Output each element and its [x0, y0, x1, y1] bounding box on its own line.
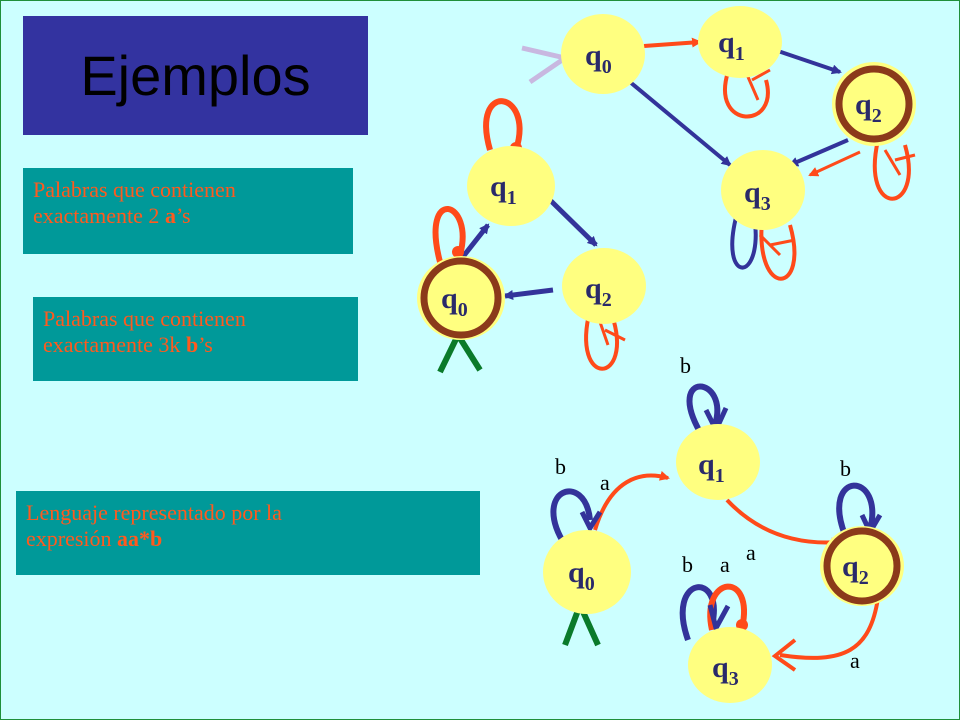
state-label: q2 [855, 88, 882, 127]
loop-q2 [584, 309, 619, 371]
state-top-q1: q1 [698, 6, 782, 78]
start-arrow [521, 45, 572, 85]
state-left-q0: q0 [417, 256, 505, 340]
state-bottom-q2: q2 [820, 526, 904, 606]
edge-q2-q0 [503, 287, 554, 300]
note-regex-language: Lenguaje representado por la expresión a… [16, 491, 480, 575]
note-line-1: Palabras que contienen [33, 177, 236, 202]
state-top-q3: q3 [721, 150, 805, 230]
loop-q2-tick [883, 149, 916, 176]
state-top-q0: q0 [561, 14, 645, 94]
note-exactly-two-a: Palabras que contienen exactamente 2 a’s [23, 168, 353, 254]
state-left-q2: q2 [562, 248, 646, 324]
note-symbol: a [164, 203, 176, 228]
note-exactly-3k-b: Palabras que contienen exactamente 3k b’… [33, 297, 358, 381]
note-line-1: Lenguaje representado por la [26, 500, 282, 525]
note-text-suffix: ’s [175, 203, 191, 228]
state-label: q2 [842, 550, 869, 589]
edge-q2-q3-a [808, 150, 861, 177]
slide-title: Ejemplos [80, 44, 311, 107]
loop-q3-blue [730, 204, 758, 270]
label-q0-q1: a [600, 470, 610, 495]
edge-q0-q3 [628, 80, 732, 167]
label-q1-q2: a [746, 540, 756, 565]
automaton-bottom: q1 q0 q2 q3 b b a b a b a a [543, 353, 904, 703]
automaton-left: q1 q0 q2 [417, 98, 646, 374]
state-label: q3 [744, 176, 771, 215]
note-text: exactamente 2 [33, 203, 165, 228]
title-banner: Ejemplos [23, 16, 368, 135]
loop-q3-tick [758, 233, 796, 257]
note-text-suffix: ’s [198, 332, 213, 357]
note-text: expresión [26, 526, 118, 551]
state-top-q2: q2 [832, 62, 916, 146]
state-left-q1: q1 [467, 146, 555, 226]
state-bottom-q0: q0 [543, 530, 631, 614]
state-bottom-q3: q3 [688, 627, 772, 703]
state-label: q0 [585, 39, 612, 78]
state-bottom-q1: q1 [676, 424, 760, 500]
label-q0-loop: b [555, 454, 566, 479]
edge-q0-q1 [460, 223, 490, 260]
loop-q2 [836, 482, 876, 537]
note-line-1: Palabras que contienen [43, 306, 246, 331]
loop-q0-head [579, 510, 603, 534]
state-label: q3 [712, 651, 739, 690]
loop-q1 [723, 71, 770, 119]
loop-q1 [483, 98, 523, 151]
start-arrow [437, 328, 483, 374]
label-q3-loop-b: b [682, 552, 693, 577]
label-q2-loop: b [840, 456, 851, 481]
accept-ring [835, 65, 913, 143]
loop-q1 [686, 383, 721, 434]
note-symbol: b [185, 332, 199, 357]
loop-arrowhead [452, 246, 464, 258]
note-line-2: exactamente 2 a’s [33, 203, 343, 229]
label-q1-loop: b [680, 353, 691, 378]
state-label: q2 [585, 272, 612, 311]
note-line-2: exactamente 3k b’s [43, 332, 348, 358]
loop-q3-red [759, 219, 797, 281]
state-label: q0 [568, 556, 595, 595]
edge-q1-q2 [725, 498, 842, 548]
accept-ring [823, 527, 901, 605]
loop-q2-tick [598, 321, 626, 346]
edge-q1-q2 [548, 198, 598, 247]
state-label: q1 [718, 26, 745, 65]
state-label: q1 [698, 448, 725, 487]
state-label: q1 [490, 170, 517, 209]
label-q3-loop-a: a [720, 552, 730, 577]
accept-ring [420, 257, 502, 339]
automaton-top: q0 q1 q2 q3 [521, 6, 916, 281]
state-label: q0 [441, 282, 468, 321]
edge-q2-q3 [779, 597, 880, 660]
note-text: exactamente 3k [43, 332, 186, 357]
note-line-2: expresión aa*b [26, 526, 470, 552]
loop-q3-head [707, 604, 731, 635]
label-q2-q3: a [850, 648, 860, 673]
loop-q0 [550, 488, 593, 547]
loop-q2 [872, 139, 911, 201]
edge-q2-q3-head [771, 638, 797, 672]
edge-q2-q3-b [788, 138, 849, 167]
loop-q0 [432, 206, 466, 263]
edge-q1-q2 [774, 48, 842, 75]
edge-q0-q1 [643, 37, 702, 48]
note-regex: aa*b [117, 526, 163, 551]
